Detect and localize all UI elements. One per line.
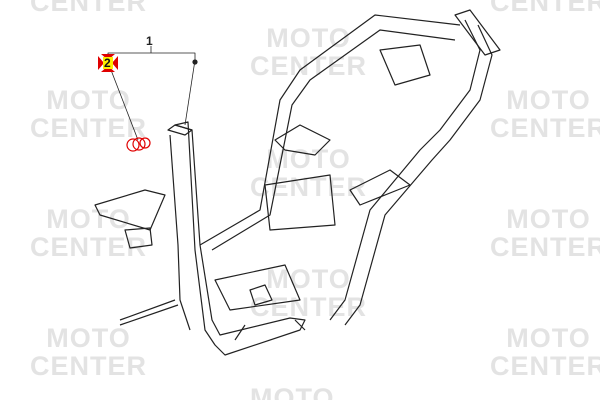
- watermark-text: CENTER: [30, 0, 148, 17]
- watermark-text: CENTER: [250, 292, 368, 322]
- part-2-marker-icon: [98, 54, 118, 72]
- watermark-text: CENTER: [30, 113, 148, 143]
- o-ring-highlighted-part: [126, 137, 151, 152]
- watermark-text: CENTER: [490, 0, 600, 17]
- watermark: MOTO: [250, 384, 335, 400]
- watermark-text: MOTO: [266, 264, 351, 294]
- watermark: CENTER: [30, 0, 147, 16]
- callout-part-2[interactable]: 2: [104, 56, 111, 70]
- watermark-text: CENTER: [490, 113, 600, 143]
- frame-outline: [94, 9, 501, 356]
- watermark-text: MOTO: [46, 323, 131, 353]
- watermark: CENTER: [490, 0, 600, 16]
- watermark-text: CENTER: [250, 172, 368, 202]
- leader-lines: [107, 46, 196, 141]
- watermark-text: CENTER: [490, 351, 600, 381]
- watermark-text: MOTO: [266, 144, 351, 174]
- watermark-text: CENTER: [250, 51, 368, 81]
- watermark-text: CENTER: [30, 351, 148, 381]
- watermark-text: MOTO: [266, 23, 351, 53]
- watermark-text: MOTO: [506, 323, 591, 353]
- watermark-text: MOTO: [506, 204, 591, 234]
- watermark-text: MOTO: [46, 204, 131, 234]
- watermark-text: MOTO: [506, 85, 591, 115]
- watermark-text: MOTO: [46, 85, 131, 115]
- watermark-text: MOTO: [250, 383, 335, 400]
- leader-dot: [192, 59, 198, 65]
- watermark-text: CENTER: [490, 232, 600, 262]
- callout-assembly-1[interactable]: 1: [146, 34, 153, 48]
